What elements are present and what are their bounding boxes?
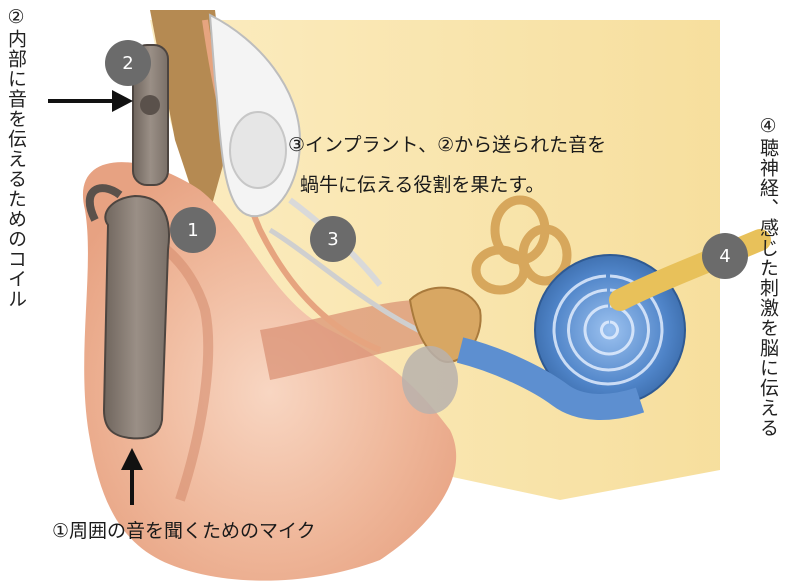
processor-body [104,196,169,438]
svg-text:2: 2 [122,53,133,74]
implant-magnet [230,112,286,188]
badge-3: 3 [310,216,356,262]
label-nerve: ④聴神経、感じた刺激を脳に伝える [758,115,777,445]
coil-ring [140,95,160,115]
label-coil: ②内部に音を伝えるためのコイル [6,6,25,336]
badge-2: 2 [105,40,151,86]
label-implant-line2: 蝸牛に伝える役割を果たす。 [300,170,545,197]
label-implant-line1: ③インプラント、②から送られた音を [288,130,606,157]
badge-1: 1 [170,207,216,253]
svg-text:1: 1 [187,220,198,241]
svg-text:3: 3 [327,229,338,250]
coil-arrow [48,90,133,112]
badge-4: 4 [702,233,748,279]
svg-text:4: 4 [719,246,730,267]
eardrum [402,346,458,414]
label-mic: ①周囲の音を聞くためのマイク [52,516,316,543]
